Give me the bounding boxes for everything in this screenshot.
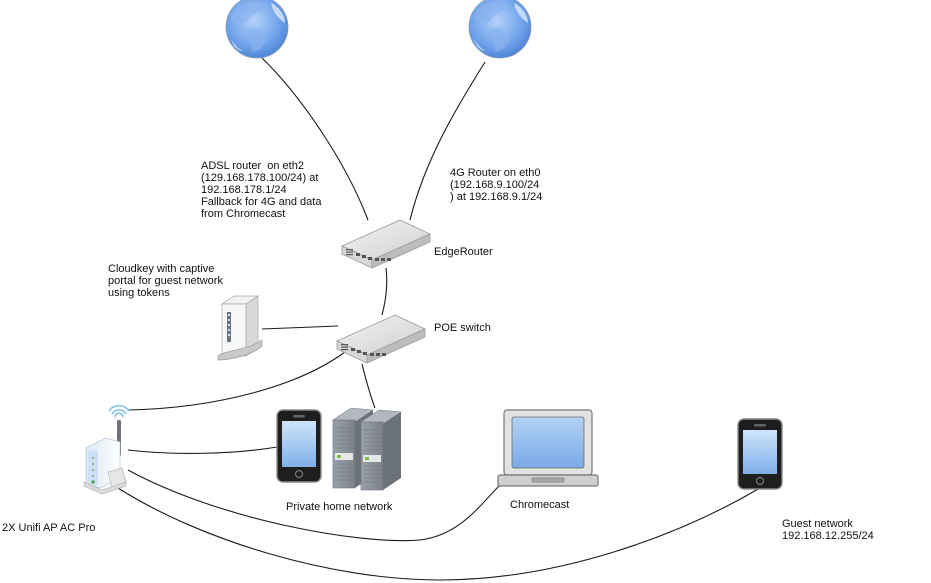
edge-poe-servers xyxy=(361,363,376,409)
access-point-icon xyxy=(83,404,130,495)
poe-switch-label: POE switch xyxy=(434,322,491,334)
cloudkey-annotation: Cloudkey with captive portal for guest n… xyxy=(108,263,223,299)
edge-cloudkey-poe xyxy=(261,325,339,330)
edge-edgerouter-poe xyxy=(381,267,388,316)
edge-adsl-edgerouter xyxy=(261,57,369,221)
edge-ap-chromecast xyxy=(127,469,501,542)
edge-ap-private-phone xyxy=(127,446,278,454)
cloudkey-device-icon xyxy=(217,295,263,361)
edgerouter-label: EdgeRouter xyxy=(434,246,493,258)
adsl-router-annotation: ADSL router on eth2 (129.168.178.100/24)… xyxy=(201,160,322,220)
laptop-icon xyxy=(497,409,599,487)
4g-router-annotation: 4G Router on eth0 (192.168.9.100/24 ) at… xyxy=(450,167,543,203)
chromecast-label: Chromecast xyxy=(510,499,570,511)
smartphone-icon xyxy=(737,418,783,490)
edge-ap-guest-phone xyxy=(117,487,761,581)
edgerouter-switch-icon xyxy=(341,219,431,269)
guest-network-label: Guest network 192.168.12.255/24 xyxy=(782,518,874,542)
poe-switch-icon xyxy=(336,314,426,364)
server-tower-icon xyxy=(332,407,402,491)
globe-icon xyxy=(225,0,289,59)
connections xyxy=(117,57,761,581)
unifi-ap-label: 2X Unifi AP AC Pro xyxy=(2,522,96,534)
globe-icon xyxy=(468,0,532,59)
edge-4g-edgerouter xyxy=(409,61,486,221)
edge-poe-ap xyxy=(127,351,346,411)
smartphone-icon xyxy=(276,409,322,483)
wifi-signal-icon xyxy=(108,404,130,418)
private-network-label: Private home network xyxy=(286,501,393,513)
